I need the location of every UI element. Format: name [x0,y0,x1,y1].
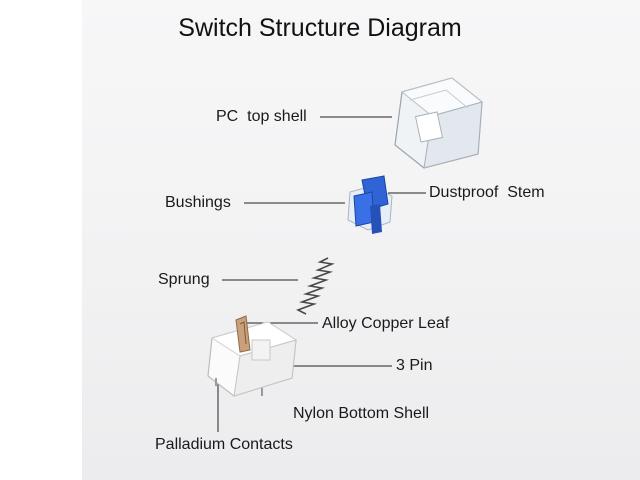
label-spring: Sprung [158,271,210,288]
label-pc-top-shell: PC top shell [216,108,307,125]
pc-top-shell-part [394,77,484,169]
nylon-bottom-shell-part [207,315,298,397]
label-3-pin: 3 Pin [396,357,433,374]
dustproof-stem-part [347,175,393,234]
spring-part [296,257,335,315]
diagram-title: Switch Structure Diagram [178,14,462,42]
label-alloy-copper-leaf: Alloy Copper Leaf [322,315,450,332]
photo-backdrop [82,0,640,480]
label-palladium-contacts: Palladium Contacts [155,436,293,453]
label-dustproof-stem: Dustproof Stem [429,184,545,201]
label-nylon-bottom-shell: Nylon Bottom Shell [293,405,430,422]
label-bushings: Bushings [165,194,231,211]
